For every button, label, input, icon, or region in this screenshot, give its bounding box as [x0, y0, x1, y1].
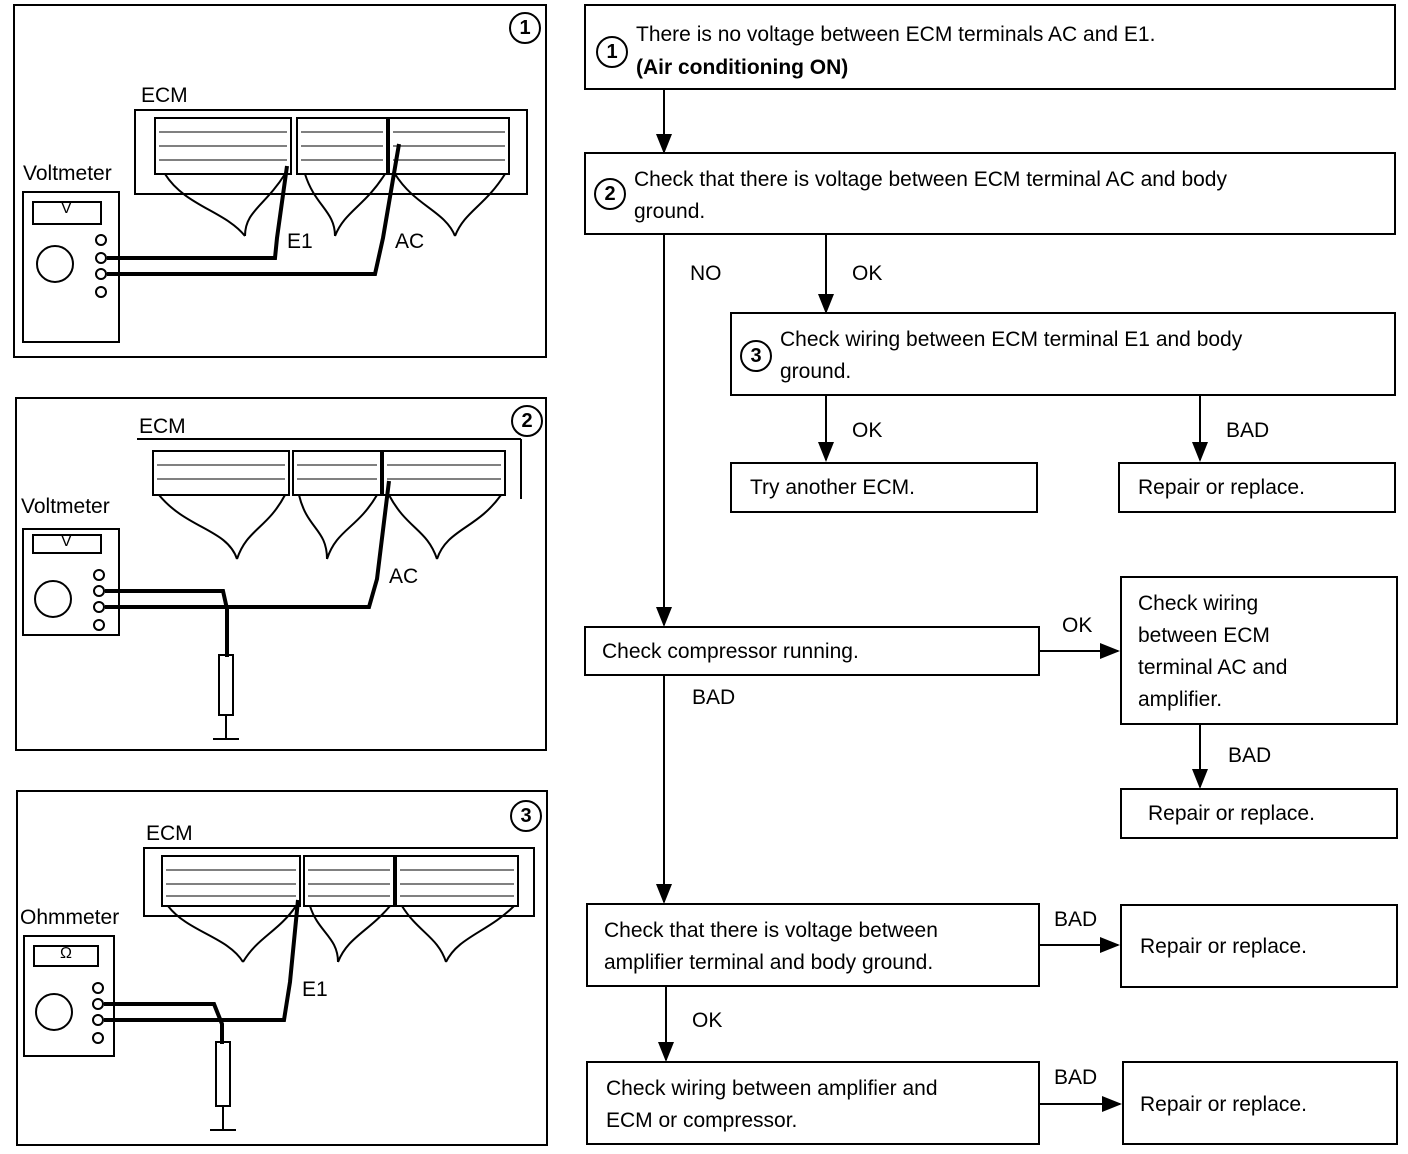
amp-wiring-box: Check wiring between amplifier and ECM o… [586, 1061, 1040, 1145]
step-3-box: 3 Check wiring between ECM terminal E1 a… [730, 312, 1396, 396]
diagram-panel-1: 1 ECM Voltmeter V E1 AC [13, 4, 547, 358]
ecm-label: ECM [146, 822, 193, 845]
step-number-2: 2 [511, 405, 543, 437]
probe-label-e1: E1 [287, 230, 313, 253]
step-2-text-line2: ground. [634, 200, 706, 223]
wiring-ac-box: Check wiring between ECM terminal AC and… [1120, 576, 1398, 725]
amp-voltage-line1: Check that there is voltage between [604, 919, 938, 942]
probe-label-ac: AC [395, 230, 425, 253]
wiring-ac-line2: between ECM [1138, 624, 1270, 647]
step-number-2: 2 [594, 178, 626, 210]
branch-label-ok: OK [852, 262, 883, 285]
meter-label: Ohmmeter [20, 906, 120, 929]
repair-text: Repair or replace. [1140, 1093, 1307, 1116]
wiring-ac-line1: Check wiring [1138, 592, 1259, 615]
step-2-box: 2 Check that there is voltage between EC… [584, 152, 1396, 235]
branch-label-bad: BAD [1054, 908, 1098, 931]
ohmmeter-ecm-drawing-3 [23, 847, 535, 1131]
branch-label-ok: OK [692, 1009, 723, 1032]
amp-wiring-line2: ECM or compressor. [606, 1109, 798, 1132]
wiring-ac-line3: terminal AC and [1138, 656, 1288, 679]
repair-box-1: Repair or replace. [1118, 462, 1396, 513]
repair-text: Repair or replace. [1148, 802, 1315, 825]
compressor-box: Check compressor running. [584, 626, 1040, 676]
diagram-panel-3: 3 ECM Ohmmeter Ω E1 [16, 790, 548, 1146]
try-another-ecm-box: Try another ECM. [730, 462, 1038, 513]
ecm-label: ECM [139, 415, 186, 438]
repair-box-3: Repair or replace. [1120, 904, 1398, 988]
repair-text: Repair or replace. [1140, 935, 1307, 958]
step-number-3: 3 [740, 340, 772, 372]
step-3-text-line1: Check wiring between ECM terminal E1 and… [780, 328, 1243, 351]
step-number-1: 1 [509, 12, 541, 44]
branch-label-bad: BAD [1054, 1066, 1098, 1089]
wiring-ac-line4: amplifier. [1138, 688, 1223, 711]
step-1-condition: (Air conditioning ON) [636, 56, 849, 79]
voltmeter-ecm-drawing-2 [22, 438, 522, 740]
amp-voltage-box: Check that there is voltage between ampl… [586, 903, 1040, 987]
meter-symbol: V [61, 200, 72, 217]
probe-label-ac: AC [389, 565, 419, 588]
voltmeter-ecm-drawing-1 [22, 109, 528, 343]
branch-label-bad: BAD [1228, 744, 1272, 767]
probe-label-e1: E1 [302, 978, 328, 1001]
try-another-ecm-text: Try another ECM. [750, 476, 915, 499]
branch-label-ok: OK [1062, 614, 1093, 637]
branch-label-bad: BAD [1226, 419, 1270, 442]
meter-label: Voltmeter [21, 495, 110, 518]
meter-symbol: Ω [60, 945, 72, 962]
meter-symbol: V [61, 533, 72, 550]
branch-label-bad: BAD [692, 686, 736, 709]
branch-label-no: NO [690, 262, 722, 285]
step-1-box: 1 There is no voltage between ECM termin… [584, 4, 1396, 90]
amp-wiring-line1: Check wiring between amplifier and [606, 1077, 938, 1100]
step-number-1: 1 [596, 36, 628, 68]
diagram-panel-2: 2 ECM Voltmeter V AC [15, 397, 547, 751]
repair-text: Repair or replace. [1138, 476, 1305, 499]
branch-label-ok: OK [852, 419, 883, 442]
step-number-3: 3 [510, 800, 542, 832]
step-3-text-line2: ground. [780, 360, 852, 383]
repair-box-2: Repair or replace. [1120, 788, 1398, 839]
step-2-text-line1: Check that there is voltage between ECM … [634, 168, 1227, 191]
step-1-text: There is no voltage between ECM terminal… [636, 23, 1156, 46]
ecm-label: ECM [141, 84, 188, 107]
compressor-text: Check compressor running. [602, 640, 859, 663]
repair-box-4: Repair or replace. [1122, 1061, 1398, 1145]
meter-label: Voltmeter [23, 162, 112, 185]
amp-voltage-line2: amplifier terminal and body ground. [604, 951, 934, 974]
